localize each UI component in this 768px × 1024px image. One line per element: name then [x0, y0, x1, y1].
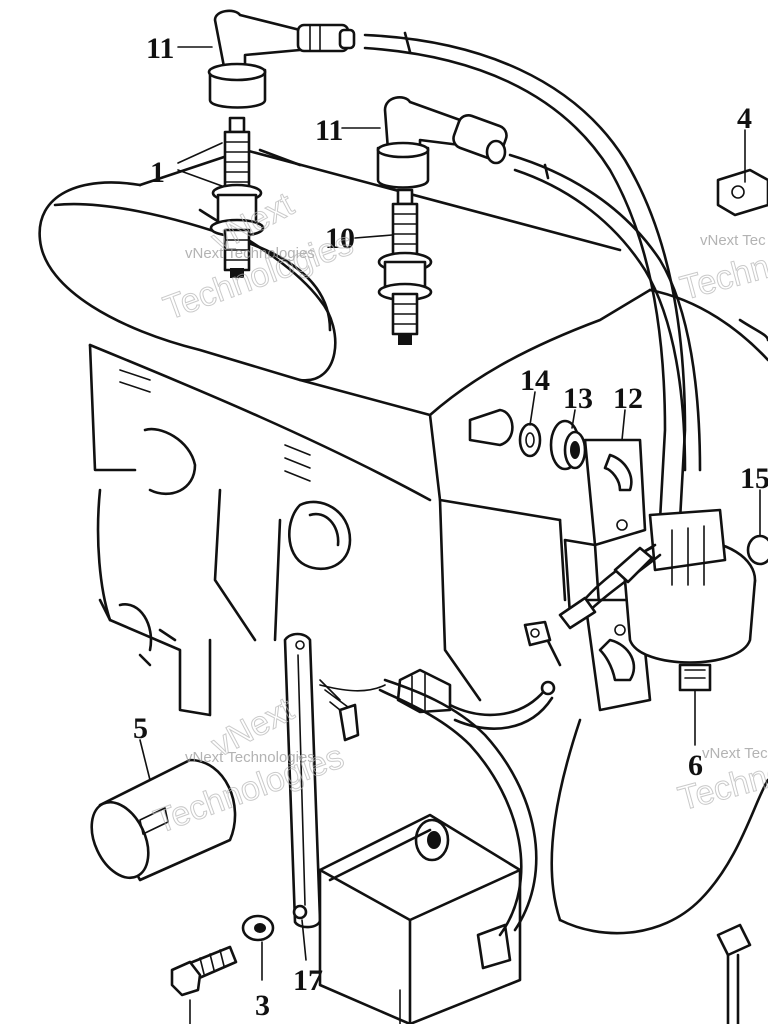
- watermark-text-1: vNext Technologies: [185, 245, 315, 262]
- callout-labels: 11 1 11 10 4 14 13 12 15 5 6 17 3: [133, 32, 768, 1022]
- clip-bottom-right: [716, 923, 752, 1024]
- wiring-connector: [396, 668, 556, 730]
- capacitor-5: [90, 758, 237, 882]
- callout-11-top: 11: [146, 32, 174, 65]
- ignition-leads: [363, 31, 702, 522]
- spark-plug-10: [377, 188, 433, 345]
- callout-3: 3: [255, 989, 270, 1022]
- cdi-unit: [318, 678, 538, 1024]
- callout-10: 10: [325, 222, 355, 255]
- callout-12: 12: [613, 382, 643, 415]
- plug-cap-top: [207, 9, 356, 109]
- watermark-techno-3: Techno: [676, 243, 768, 308]
- plug-cap-second: [376, 96, 508, 189]
- watermark-text-2: vNext Technologies: [185, 749, 315, 766]
- leader-lines: [139, 46, 761, 1024]
- grommet-parts: [468, 408, 587, 471]
- callout-15: 15: [740, 462, 768, 495]
- bracket-4: [716, 168, 768, 217]
- callout-11-second: 11: [315, 114, 343, 147]
- ignition-coil-6: [523, 508, 768, 692]
- callout-14: 14: [520, 364, 550, 397]
- callout-5: 5: [133, 712, 148, 745]
- callout-13: 13: [563, 382, 593, 415]
- bolt-and-washer-3: [170, 914, 275, 997]
- watermark-text-4: vNext Tec: [702, 745, 768, 762]
- engine-block: [38, 148, 768, 935]
- callout-1: 1: [150, 156, 165, 189]
- callout-6: 6: [688, 749, 703, 782]
- watermark-text-3: vNext Tec: [700, 232, 766, 249]
- spark-plug-1: [209, 116, 265, 278]
- callout-4: 4: [737, 102, 752, 135]
- callout-17: 17: [293, 964, 323, 997]
